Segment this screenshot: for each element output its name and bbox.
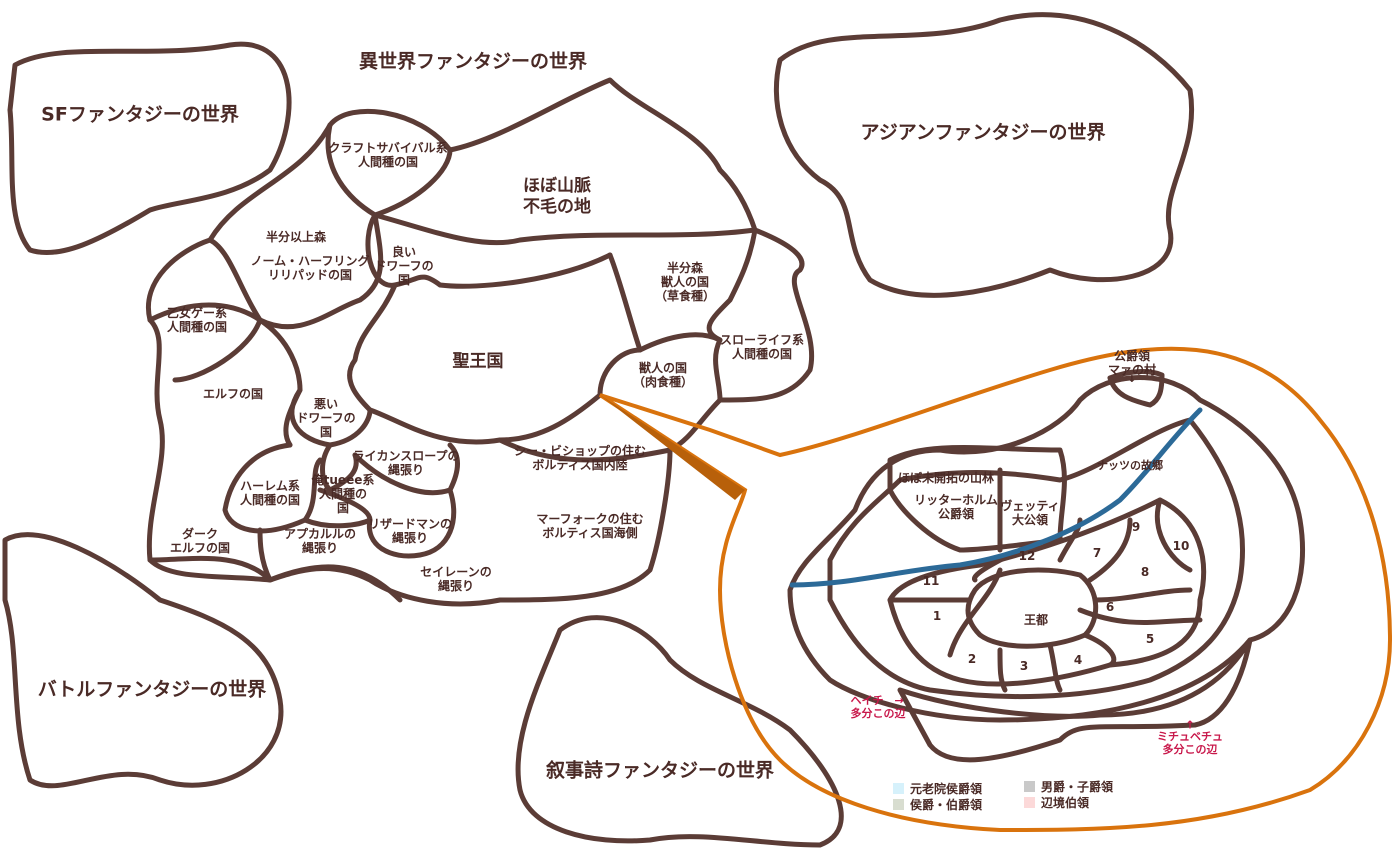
inset-ritterholm[interactable]: リッターホルム 公爵領 [914,493,998,521]
region-mountains[interactable]: ほぼ山脈 不毛の地 [523,176,591,217]
legend-label: 侯爵・伯爵領 [910,798,983,812]
fief-11[interactable]: 11 [922,574,940,588]
region-dark-elf[interactable]: ダーク エルフの国 [169,527,231,555]
fief-2[interactable]: 2 [967,652,977,666]
inset-pink-march [897,637,1253,763]
fief-8[interactable]: 8 [1140,565,1150,579]
legend-item-marquis-count: 侯爵・伯爵領 [893,796,982,813]
arrow-down-icon: ↓ [1127,374,1137,385]
inset-forest[interactable]: ほぼ未開拓の山林 [897,471,995,485]
continent-outline [146,77,815,607]
note-heichi: ヘイチ → 多分この辺 [850,694,906,720]
region-otome[interactable]: 乙女ゲー系 人間種の国 [166,306,228,334]
region-gnome[interactable]: ノーム・ハーフリング リリパッドの国 [250,254,370,282]
asian-world-outline [773,12,1194,298]
region-bad-dwarf[interactable]: 悪い ドワーフの 国 [296,397,356,439]
legend-item-margrave: 辺境伯領 [1024,794,1089,811]
region-siren[interactable]: セイレーンの 縄張り [420,565,492,593]
region-apkallu[interactable]: アプカルルの 縄張り [283,527,357,555]
inset-capital[interactable]: 王都 [1023,613,1049,627]
arrow-up-icon: ↑ [1185,718,1195,732]
world-label-sf: SFファンタジーの世界 [41,103,239,126]
region-elf[interactable]: エルフの国 [202,387,264,401]
inset-duke-village[interactable]: 公爵領 マァの村 [1107,349,1157,377]
inset-map [787,369,1306,763]
legend-item-senate: 元老院侯爵領 [893,780,982,797]
inset-green-count [827,417,1245,700]
fief-5[interactable]: 5 [1145,632,1155,646]
region-lizard[interactable]: リザードマンの 縄張り [367,517,453,545]
world-label-asian: アジアンファンタジーの世界 [860,121,1106,144]
region-merfolk[interactable]: マーフォークの住む ボルティス国海側 [536,512,644,540]
fief-12[interactable]: 12 [1018,549,1036,563]
sf-world-outline [7,41,292,256]
region-holy-kingdom[interactable]: 聖王国 [452,351,504,372]
callout-pointer [600,395,745,500]
inset-nuts-home[interactable]: ナッツの故郷 [1097,459,1163,472]
region-oretueee[interactable]: 俺tueee系 人間種の 国 [311,473,375,515]
capital-district [965,567,1099,649]
legend-swatch [1024,797,1035,808]
region-beast-carnivore[interactable]: 獣人の国 （肉食種） [632,361,694,389]
fief-7[interactable]: 7 [1092,546,1102,560]
fief-9[interactable]: 9 [1131,520,1141,534]
inset-blue-marquisates [887,497,1207,687]
region-slowlife[interactable]: スローライフ系 人間種の国 [719,333,805,361]
region-good-dwarf[interactable]: 良い ドワーフの 国 [374,245,434,287]
legend-swatch [893,799,904,810]
inset-lavender-village [1107,369,1165,408]
callout-outline[interactable] [598,346,1393,833]
river [789,407,1203,588]
fief-10[interactable]: 10 [1172,539,1190,553]
inset-vetti[interactable]: ヴェッティ 大公領 [1000,499,1060,527]
legend-swatch [893,783,904,794]
note-michu: ミチュベチュ 多分この辺 [1157,730,1223,756]
legend-label: 男爵・子爵領 [1041,780,1114,794]
fief-3[interactable]: 3 [1019,659,1029,673]
legend-swatch [1024,781,1035,792]
fief-6[interactable]: 6 [1105,600,1115,614]
epic-world-outline [515,615,844,848]
fief-4[interactable]: 4 [1073,653,1083,667]
fief-1[interactable]: 1 [932,609,942,623]
region-borders [147,122,758,603]
region-harem[interactable]: ハーレム系 人間種の国 [239,479,301,507]
region-craft[interactable]: クラフトサバイバル系 人間種の国 [328,141,448,169]
region-sea-bishop[interactable]: シー・ビショップの住む ボルティス国内陸 [513,444,647,472]
world-label-epic: 叙事詩ファンタジーの世界 [545,759,775,782]
world-label-isekai: 異世界ファンタジーの世界 [358,50,588,73]
world-label-battle: バトルファンタジーの世界 [38,679,267,702]
battle-world-outline [2,532,284,789]
region-half-forest[interactable]: 半分以上森 [265,230,327,244]
world-label-battle-text: バトルファンタジーの世界 [37,678,267,701]
legend-label: 辺境伯領 [1041,796,1090,810]
legend-item-baron-viscount: 男爵・子爵領 [1024,778,1113,795]
region-lycan[interactable]: ライカンスロープの 縄張り [352,449,460,477]
region-beast-herbivore[interactable]: 半分森 獣人の国 （草食種） [654,261,716,303]
legend-label: 元老院侯爵領 [910,782,983,796]
